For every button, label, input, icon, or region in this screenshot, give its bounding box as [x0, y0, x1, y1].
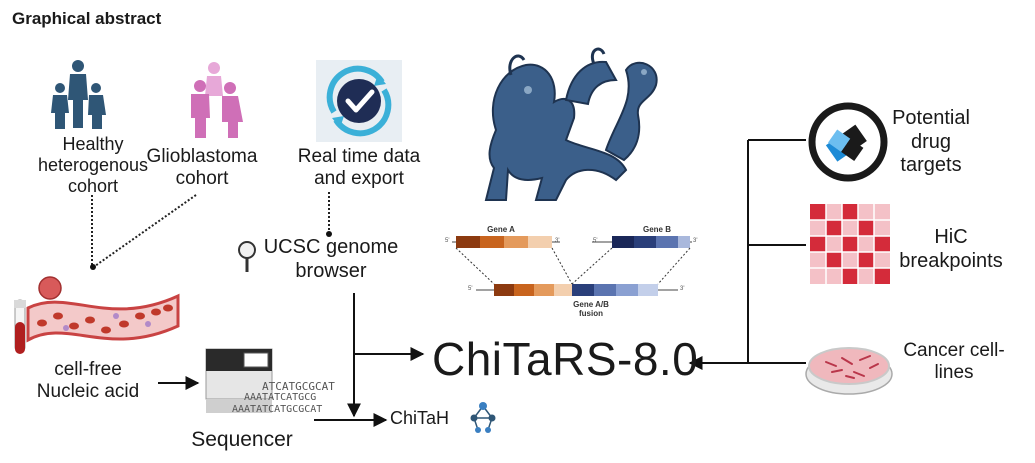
blood-vessel-icon [26, 276, 180, 343]
petri-dish-icon [805, 347, 893, 395]
magnifier-icon [238, 241, 256, 272]
chitah-label: ChiTaH [390, 408, 450, 428]
drug-target-icon [808, 102, 888, 182]
gene-b-five-prime: 5' [593, 238, 598, 244]
fusion-five-prime: 5' [468, 286, 473, 292]
sequencer-label: Sequencer [191, 428, 293, 451]
family-icon [51, 60, 106, 129]
gene-a-segments [456, 236, 552, 248]
gene-fusion-label: Gene A/B fusion [573, 300, 609, 318]
gene-a-five-prime: 5' [445, 238, 450, 244]
drug-targets-label: Potential drug targets [892, 107, 970, 177]
sequencer-machine-icon [205, 348, 273, 413]
glioblastoma-dotted-line [94, 194, 197, 267]
cancer-cell-lines-label: Cancer cell- lines [903, 340, 1005, 384]
merge-dot [90, 264, 96, 270]
hic-matrix-icon [810, 204, 890, 284]
gene-a-label: Gene A [487, 225, 515, 234]
gene-a-three-prime: 3' [555, 238, 560, 244]
fusion-three-prime: 3' [680, 286, 685, 292]
realtime-data-label: Real time data and export [297, 146, 421, 190]
gene-fusion-diagram [452, 236, 692, 296]
chitars-title: ChiTaRS-8.0 [432, 333, 699, 385]
fusion-segments [494, 284, 658, 296]
realtime-check-icon [316, 60, 402, 142]
realtime-dot [326, 231, 332, 237]
glioblastoma-cohort-label: Glioblastoma cohort [146, 146, 258, 190]
dna-sequence-text: ATCATGCGCAT AAATATCATGCG AAATATCATGCGCAT [232, 380, 335, 415]
ai-network-icon [470, 402, 496, 433]
healthy-cohort-label: Healthy heterogenous cohort [37, 134, 149, 197]
graphical-abstract-heading: Graphical abstract [12, 9, 162, 28]
test-tube-icon [14, 299, 26, 354]
cfna-label: cell-free Nucleic acid [36, 359, 140, 403]
gene-b-label: Gene B [642, 225, 671, 234]
gene-b-segments [612, 236, 690, 248]
gene-b-three-prime: 3' [693, 238, 698, 244]
chimera-dragon-icon [484, 47, 658, 201]
hic-breakpoints-label: HiC breakpoints [899, 226, 1003, 272]
ucsc-browser-label: UCSC genome browser [263, 236, 399, 282]
pink-family-icon [191, 62, 243, 138]
